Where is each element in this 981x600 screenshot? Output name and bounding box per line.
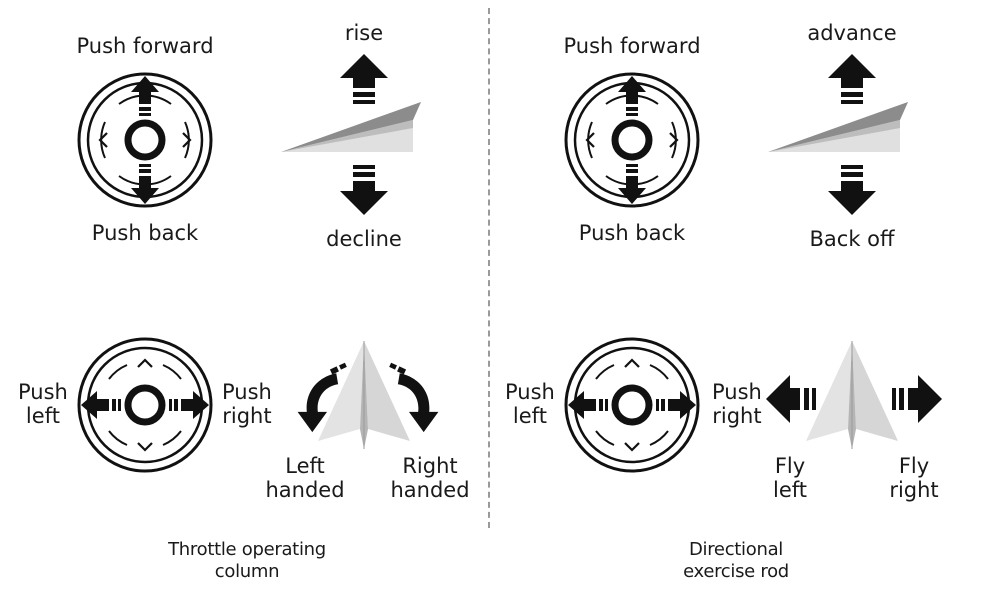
push-right-label-right: Push right <box>712 380 762 428</box>
arrow-up-icon <box>340 54 388 104</box>
arrow-right-icon <box>892 375 942 423</box>
back-off-label: Back off <box>809 227 895 251</box>
advance-label: advance <box>807 21 897 45</box>
paper-plane-side-icon <box>768 102 908 152</box>
rotate-right-icon <box>398 364 442 434</box>
joystick-vertical-icon <box>566 74 698 206</box>
push-back-label-right: Push back <box>578 221 686 245</box>
joystick-horizontal-icon <box>79 339 211 471</box>
arrow-up-icon <box>828 54 876 104</box>
push-back-label: Push back <box>91 221 199 245</box>
paper-plane-top-icon <box>805 340 899 450</box>
push-left-label-right: Push left <box>505 380 555 428</box>
joystick-vertical-icon <box>79 74 211 206</box>
fly-right-label: Fly right <box>889 454 939 502</box>
joystick-horizontal-icon <box>566 339 698 471</box>
paper-plane-side-icon <box>281 102 421 152</box>
arrow-down-icon <box>340 165 388 215</box>
right-handed-label: Right handed <box>390 454 470 502</box>
left-handed-label: Left handed <box>265 454 345 502</box>
directional-caption: Directional exercise rod <box>683 539 789 582</box>
decline-label: decline <box>326 227 402 251</box>
push-forward-label: Push forward <box>76 34 214 58</box>
rise-label: rise <box>344 21 384 45</box>
panel-divider <box>488 8 490 528</box>
push-forward-label-right: Push forward <box>563 34 701 58</box>
paper-plane-top-icon <box>317 340 411 450</box>
fly-left-label: Fly left <box>772 454 808 502</box>
arrow-down-icon <box>828 165 876 215</box>
push-right-label: Push right <box>222 380 272 428</box>
push-left-label: Push left <box>18 380 68 428</box>
throttle-caption: Throttle operating column <box>168 539 326 582</box>
